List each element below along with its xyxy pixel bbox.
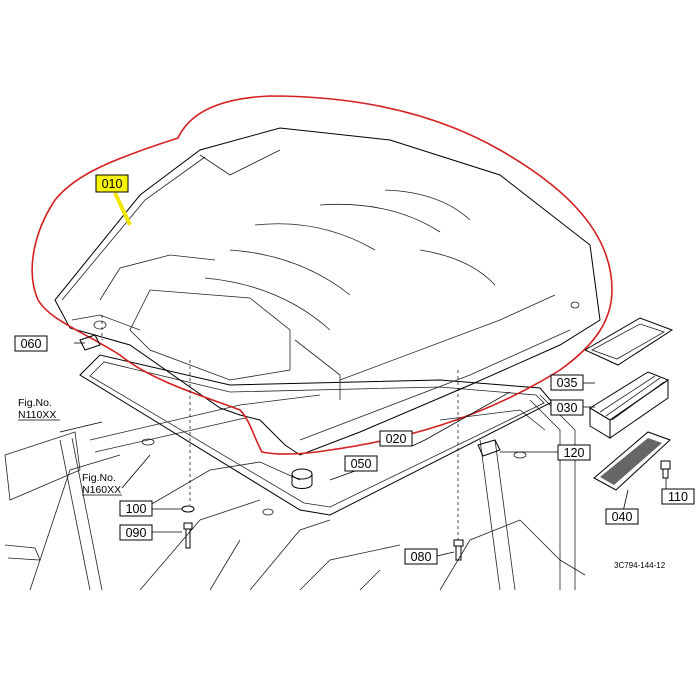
label-060: 060 (14, 335, 48, 352)
bracket-120 (477, 439, 501, 457)
svg-text:010: 010 (102, 177, 123, 191)
grommet-050 (291, 468, 313, 489)
svg-text:Fig.No.: Fig.No. (82, 472, 116, 484)
label-020: 020 (379, 430, 413, 447)
svg-text:N110XX: N110XX (18, 409, 56, 421)
svg-text:090: 090 (126, 526, 147, 540)
svg-text:060: 060 (21, 337, 42, 351)
label-080: 080 (404, 548, 438, 565)
label-120: 120 (557, 444, 591, 461)
svg-text:080: 080 (411, 550, 432, 564)
guide-lines (101, 315, 459, 540)
svg-text:110: 110 (668, 490, 688, 504)
label-090: 090 (119, 524, 153, 541)
svg-text:N160XX: N160XX (82, 484, 121, 496)
svg-text:020: 020 (386, 432, 407, 446)
yellow-leader-010 (113, 192, 132, 226)
cab-frame (4, 394, 586, 591)
label-035: 035 (550, 374, 584, 391)
label-040: 040 (605, 508, 639, 525)
filter-cover (593, 431, 671, 491)
label-100: 100 (119, 500, 153, 517)
drawing-code: 3C794-144-12 (614, 561, 666, 570)
red-highlight-outline (31, 95, 613, 455)
filter-frame (583, 317, 674, 366)
figure-ref-n160xx: Fig.No. N160XX (82, 472, 122, 496)
label-010: 010 (95, 174, 129, 193)
svg-text:100: 100 (126, 502, 147, 516)
label-030: 030 (550, 399, 584, 416)
bolt-080 (453, 539, 464, 561)
svg-text:040: 040 (612, 510, 633, 524)
svg-text:Fig.No.: Fig.No. (18, 397, 52, 409)
svg-text:035: 035 (557, 376, 578, 390)
leader-lines (59, 342, 667, 557)
gasket-ring (79, 354, 553, 516)
svg-text:050: 050 (351, 457, 372, 471)
roof-shell (54, 127, 601, 456)
air-filter (589, 371, 670, 439)
svg-text:120: 120 (564, 446, 585, 460)
bolt-090 (183, 522, 193, 549)
washer-100 (181, 505, 195, 513)
clip-060 (79, 334, 101, 351)
label-050: 050 (344, 455, 378, 472)
figure-ref-n110xx: Fig.No. N110XX (18, 397, 60, 421)
label-110: 110 (661, 488, 695, 505)
screw-110 (660, 460, 671, 479)
svg-text:030: 030 (557, 401, 578, 415)
